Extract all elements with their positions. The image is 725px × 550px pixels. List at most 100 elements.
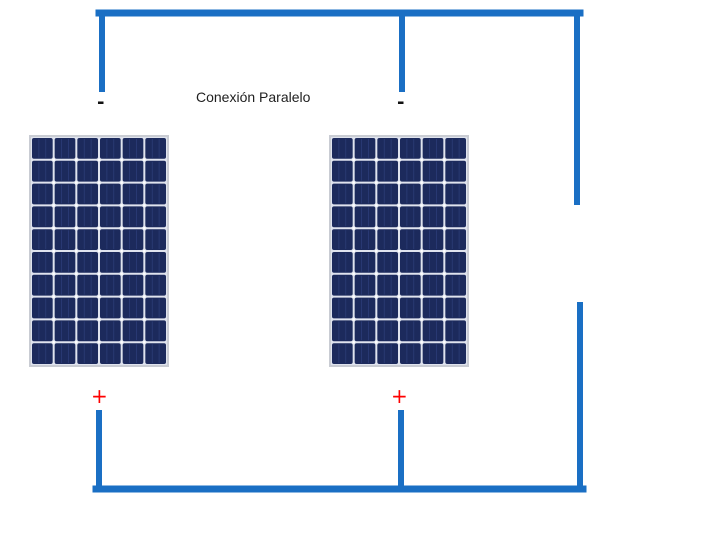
solar-cell [377,274,398,296]
cell-corner-dot [443,181,446,184]
cell-corner-dot [420,181,423,184]
solar-cell [77,252,98,273]
cell-corner-dot [143,340,146,344]
solar-cell [422,138,444,159]
solar-cell [32,252,53,273]
cell-corner-dot [375,340,378,344]
solar-cell [354,183,376,205]
cell-corner-dot [97,249,101,253]
cell-corner-dot [120,318,123,321]
solar-cell [422,343,444,364]
solar-cell [377,252,398,273]
solar-cell [422,183,444,205]
cell-corner-dot [443,340,446,344]
solar-cell [122,252,144,273]
cell-corner-dot [375,158,378,162]
cell-corner-dot [420,226,423,230]
solar-cell [145,320,166,342]
solar-cell [77,274,98,296]
cell-corner-dot [397,204,401,207]
cell-corner-dot [143,181,146,184]
solar-cell [354,343,376,364]
cell-corner-dot [75,318,78,321]
solar-cell [100,320,121,342]
cell-corner-dot [397,158,401,162]
solar-cell [400,229,421,250]
solar-cell [32,297,53,319]
negative-terminal-right: - [397,92,405,113]
solar-cell [400,297,421,319]
cell-corner-dot [375,226,378,230]
cell-corner-dot [97,318,101,321]
cell-corner-dot [97,226,101,230]
cell-corner-dot [75,249,78,253]
cell-corner-dot [397,181,401,184]
cell-corner-dot [97,340,101,344]
solar-cell [54,229,76,250]
cell-corner-dot [52,204,55,207]
solar-cell [100,343,121,364]
solar-cell [32,160,53,182]
cell-corner-dot [443,249,446,253]
solar-cell [445,343,466,364]
cell-corner-dot [120,226,123,230]
solar-cell [377,320,398,342]
solar-cell [122,229,144,250]
solar-cell [145,183,166,205]
solar-cell [332,320,353,342]
cell-corner-dot [143,272,146,276]
solar-cell [100,206,121,228]
solar-cell [100,297,121,319]
cell-corner-dot [97,181,101,184]
cell-corner-dot [143,318,146,321]
cell-corner-dot [443,158,446,162]
solar-cell [100,229,121,250]
cell-corner-dot [75,226,78,230]
solar-cell [54,206,76,228]
solar-cell [422,229,444,250]
solar-cell [122,274,144,296]
solar-cell [354,160,376,182]
solar-cell [54,274,76,296]
solar-cell [445,274,466,296]
solar-cell [377,229,398,250]
cell-corner-dot [52,340,55,344]
cell-corner-dot [443,226,446,230]
solar-cell [122,206,144,228]
cell-corner-dot [352,318,355,321]
solar-cell [54,252,76,273]
positive-terminal-right: + [391,384,408,408]
cell-corner-dot [420,318,423,321]
cell-corner-dot [75,204,78,207]
solar-cell [332,229,353,250]
solar-cell [354,274,376,296]
solar-cell [400,206,421,228]
cell-corner-dot [75,272,78,276]
cell-corner-dot [375,204,378,207]
solar-cell [354,138,376,159]
solar-panel-left [29,135,169,367]
solar-cell [77,320,98,342]
solar-cell [332,160,353,182]
solar-cell [100,138,121,159]
solar-cell [100,183,121,205]
solar-cell [145,297,166,319]
solar-cell [77,229,98,250]
cell-corner-dot [443,295,446,298]
solar-cell [422,274,444,296]
solar-cell [54,297,76,319]
solar-cell [400,274,421,296]
solar-cell [445,320,466,342]
solar-cell [377,138,398,159]
solar-cell [332,183,353,205]
cell-corner-dot [443,272,446,276]
cell-corner-dot [352,249,355,253]
cell-corner-dot [375,272,378,276]
solar-cell [422,320,444,342]
positive-terminal-left: + [91,384,108,408]
solar-cell [400,160,421,182]
solar-cell [54,160,76,182]
cell-corner-dot [375,181,378,184]
solar-cell [54,183,76,205]
